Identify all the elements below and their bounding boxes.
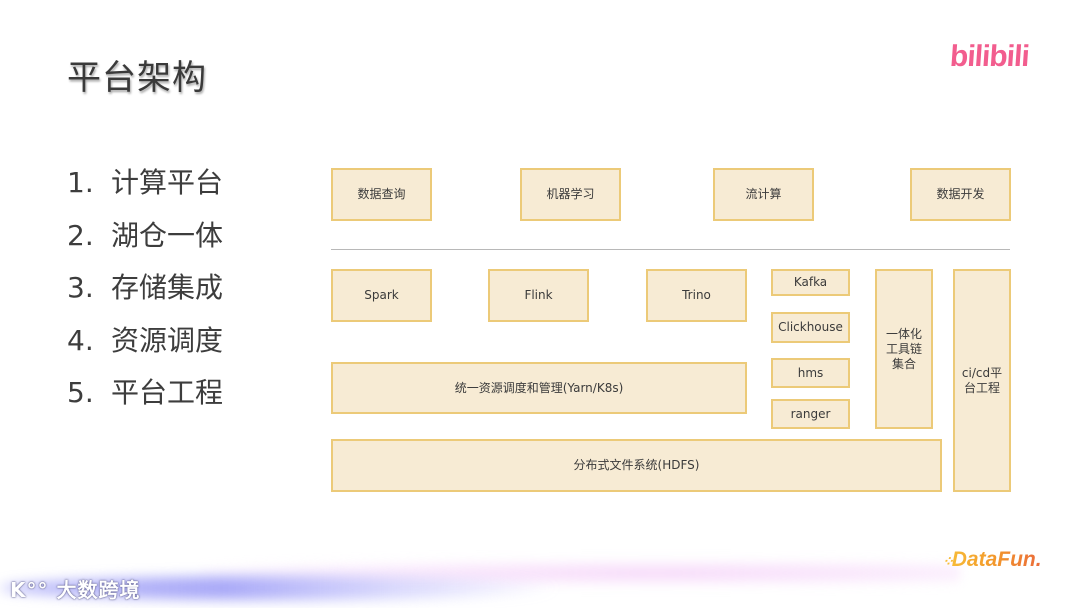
datafun-logo: ⁘DataFun. <box>942 548 1042 572</box>
agenda-list: 1. 计算平台 2. 湖仓一体 3. 存储集成 4. 资源调度 5. 平台工程 <box>67 162 223 425</box>
app-box-machine-learning: 机器学习 <box>520 168 621 221</box>
service-box-ranger: ranger <box>771 399 850 429</box>
resource-scheduler-box: 统一资源调度和管理(Yarn/K8s) <box>331 362 747 414</box>
agenda-item: 1. 计算平台 <box>67 162 223 215</box>
layer-divider <box>331 249 1010 250</box>
agenda-label: 计算平台 <box>111 166 224 199</box>
agenda-label: 资源调度 <box>111 323 224 357</box>
agenda-number: 2. <box>67 218 94 252</box>
hdfs-storage-box: 分布式文件系统(HDFS) <box>331 439 942 492</box>
agenda-item: 2. 湖仓一体 <box>67 215 223 268</box>
agenda-item: 4. 资源调度 <box>67 320 223 373</box>
slide-title: 平台架构 <box>67 58 207 98</box>
app-box-stream-computing: 流计算 <box>713 168 814 221</box>
toolchain-box: 一体化工具链集合 <box>875 269 933 429</box>
app-box-data-query: 数据查询 <box>331 168 432 221</box>
service-box-kafka: Kafka <box>771 269 850 296</box>
agenda-item: 5. 平台工程 <box>67 372 223 425</box>
agenda-item: 3. 存储集成 <box>67 267 223 320</box>
engine-box-spark: Spark <box>331 269 432 322</box>
agenda-label: 平台工程 <box>111 376 224 409</box>
pink-glow <box>200 560 960 586</box>
datafun-logo-text: DataFun. <box>951 548 1042 571</box>
agenda-number: 4. <box>67 323 94 357</box>
footer-gradient-band <box>0 538 1080 608</box>
agenda-number: 1. <box>67 166 94 199</box>
agenda-number: 3. <box>67 271 94 304</box>
agenda-label: 湖仓一体 <box>111 218 224 252</box>
watermark: K°° 大数跨境 <box>10 574 140 603</box>
engine-box-flink: Flink <box>488 269 589 322</box>
watermark-logo-icon: K°° <box>10 578 49 602</box>
service-box-hms: hms <box>771 358 850 388</box>
bilibili-logo: bilibili <box>948 40 1030 73</box>
watermark-text: 大数跨境 <box>56 578 141 602</box>
agenda-number: 5. <box>67 376 94 409</box>
agenda-label: 存储集成 <box>111 271 224 304</box>
service-box-clickhouse: Clickhouse <box>771 312 850 343</box>
engine-box-trino: Trino <box>646 269 747 322</box>
app-box-data-development: 数据开发 <box>910 168 1011 221</box>
cicd-platform-box: ci/cd平台工程 <box>953 269 1011 492</box>
dots-icon: ⁘ <box>942 553 952 569</box>
